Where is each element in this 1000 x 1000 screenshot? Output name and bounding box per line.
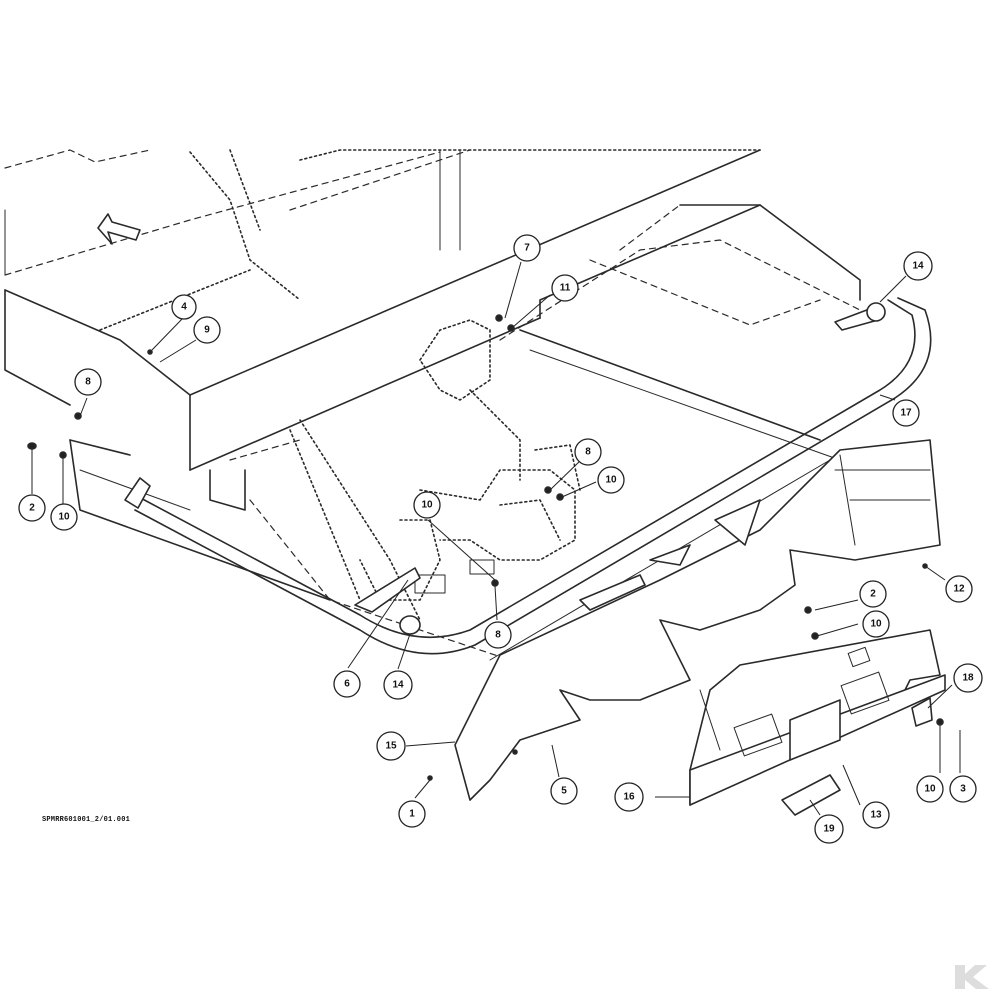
svg-text:8: 8: [495, 630, 501, 641]
callout-14-right: 14: [903, 251, 933, 281]
clip-18: [911, 697, 933, 727]
svg-text:2: 2: [29, 503, 35, 514]
svg-text:10: 10: [605, 475, 617, 486]
center-bracket: [354, 567, 421, 613]
callout-2-left: 2: [18, 494, 46, 522]
callout-6: 6: [333, 670, 361, 698]
left-tube-bracket: [124, 477, 151, 509]
rubber-guard-flap: [454, 439, 941, 801]
svg-text:4: 4: [181, 302, 187, 313]
svg-text:15: 15: [385, 741, 397, 752]
hitch-plate: [689, 629, 946, 806]
pivot-bushing-left: [399, 615, 421, 635]
svg-text:11: 11: [560, 283, 571, 294]
svg-text:10: 10: [870, 619, 882, 630]
callout-10-center: 10: [597, 466, 625, 494]
svg-text:14: 14: [392, 680, 404, 691]
svg-text:18: 18: [962, 673, 974, 684]
svg-text:16: 16: [623, 792, 635, 803]
callout-8-left: 8: [74, 368, 102, 396]
pivot-bushing-right: [866, 302, 886, 322]
svg-text:10: 10: [924, 784, 936, 795]
callout-10-bottom: 10: [916, 775, 944, 803]
svg-text:17: 17: [900, 408, 912, 419]
direction-arrow-icon: [97, 213, 141, 245]
svg-text:1: 1: [409, 809, 415, 820]
callouts: 2 10 8 4 9 7 11 8 10 10 8 6 14 14 17 12 …: [18, 234, 983, 844]
svg-text:7: 7: [524, 243, 530, 254]
callout-3: 3: [949, 775, 977, 803]
svg-text:13: 13: [870, 810, 882, 821]
callout-8-bottom: 8: [484, 621, 512, 649]
callout-9: 9: [193, 316, 221, 344]
svg-text:9: 9: [204, 325, 210, 336]
svg-text:6: 6: [344, 679, 350, 690]
callout-16: 16: [614, 782, 644, 812]
center-mount-plates: [359, 319, 581, 601]
mower-frame: [4, 149, 861, 661]
brand-k-logo-icon: [955, 965, 989, 989]
svg-text:8: 8: [585, 447, 591, 458]
callout-1: 1: [398, 800, 426, 828]
svg-text:2: 2: [870, 589, 876, 600]
callout-4: 4: [171, 294, 197, 320]
leader-lines: [31, 261, 961, 816]
callout-11: 11: [551, 274, 579, 302]
callout-14-left: 14: [383, 670, 413, 700]
svg-text:14: 14: [912, 261, 924, 272]
callout-10-left: 10: [50, 503, 78, 531]
drawing-code-label: SPMRR601001_2/01.001: [42, 816, 131, 824]
callout-17: 17: [892, 399, 920, 427]
machine-drawing: [4, 149, 946, 816]
svg-text:8: 8: [85, 377, 91, 388]
fasteners: [27, 314, 944, 781]
svg-text:5: 5: [561, 786, 567, 797]
callout-18: 18: [953, 663, 983, 693]
guard-tube-frame: [134, 297, 932, 655]
svg-text:3: 3: [960, 784, 966, 795]
svg-text:12: 12: [953, 584, 965, 595]
callout-2-right: 2: [859, 580, 887, 608]
callout-15: 15: [376, 731, 406, 761]
callout-10-plate: 10: [413, 491, 441, 519]
svg-text:10: 10: [58, 512, 70, 523]
svg-text:10: 10: [421, 500, 433, 511]
callout-7: 7: [513, 234, 541, 262]
callout-5: 5: [550, 777, 578, 805]
callout-13: 13: [862, 801, 890, 829]
callout-8-center: 8: [574, 438, 602, 466]
callout-10-right: 10: [862, 610, 890, 638]
callout-12: 12: [945, 575, 973, 603]
cover-plate-19: [781, 774, 841, 816]
callout-19: 19: [814, 814, 844, 844]
svg-text:19: 19: [823, 824, 835, 835]
